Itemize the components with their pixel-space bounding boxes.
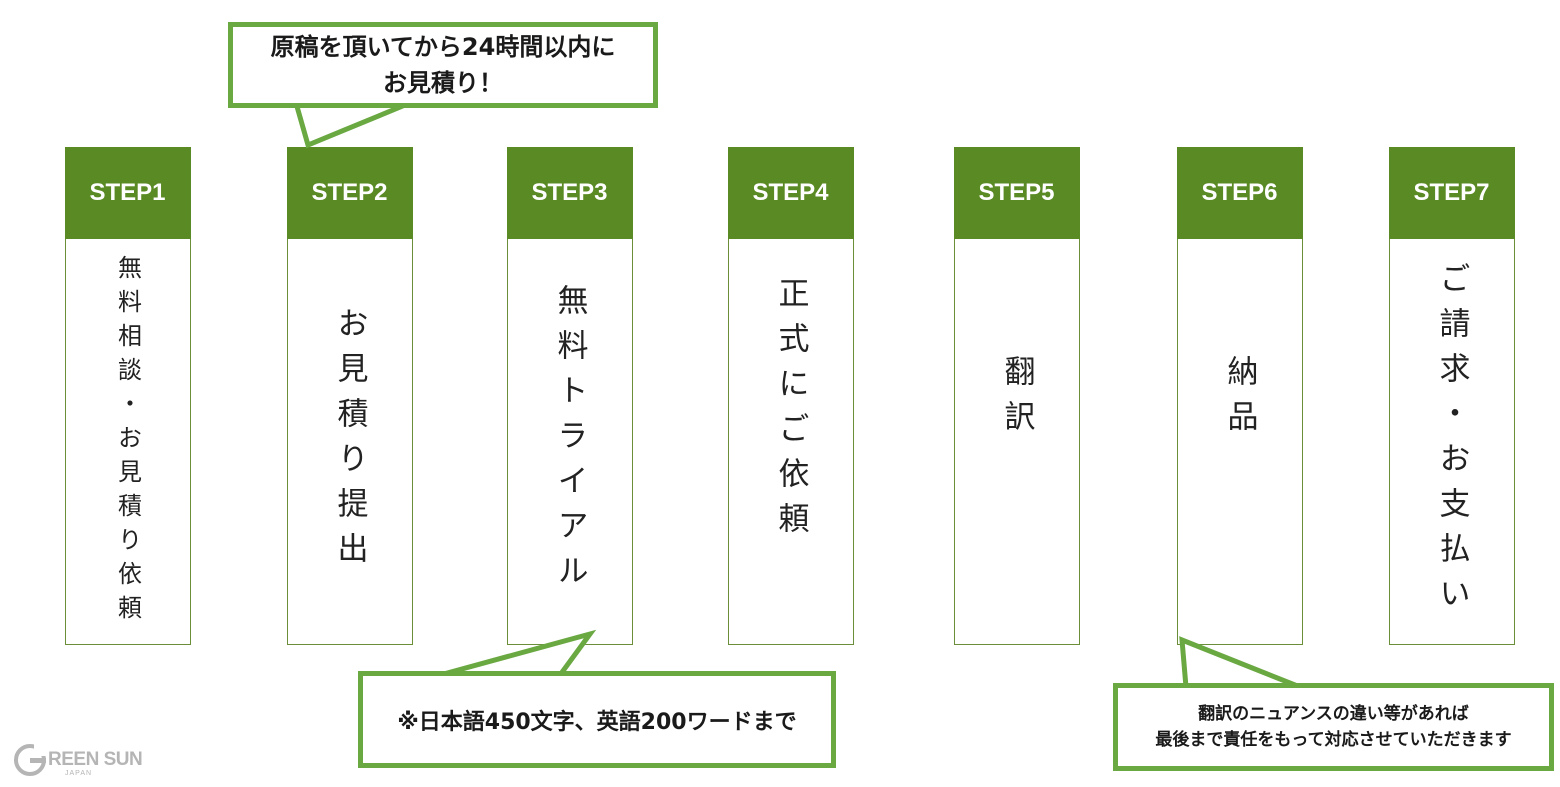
step-3-card: STEP3 無料トライアル	[506, 146, 633, 645]
step-6-header: STEP6	[1176, 146, 1303, 239]
step-2-text: お見積り提出	[331, 306, 368, 577]
trial-callout-text: ※日本語450文字、英語200ワードまで	[397, 709, 797, 735]
quote-callout-line2: お見積り！	[383, 69, 503, 97]
trial-callout: ※日本語450文字、英語200ワードまで	[358, 671, 836, 768]
step-6-text: 納品	[1221, 355, 1258, 445]
quote-callout-line1: 原稿を頂いてから24時間以内に	[270, 33, 616, 61]
green-sun-logo-sub: JAPAN	[65, 770, 93, 777]
step-4-text: 正式にご依頼	[772, 277, 809, 547]
delivery-callout-tail	[1179, 636, 1301, 690]
green-sun-logo: REEN SUN JAPAN	[12, 742, 143, 778]
step-5-card: STEP5 翻訳	[953, 146, 1080, 645]
delivery-callout: 翻訳のニュアンスの違い等があれば 最後まで責任をもって対応させていただきます	[1113, 683, 1554, 771]
step-7-header: STEP7	[1388, 146, 1515, 239]
quote-callout: 原稿を頂いてから24時間以内に お見積り！	[228, 22, 658, 108]
step-2-card: STEP2 お見積り提出	[286, 146, 413, 645]
step-5-header: STEP5	[953, 146, 1080, 239]
trial-callout-tail	[439, 629, 597, 678]
step-2-header: STEP2	[286, 146, 413, 239]
step-7-card: STEP7 ご請求・お支払い	[1388, 146, 1515, 645]
delivery-callout-line2: 最後まで責任をもって対応させていただきます	[1155, 730, 1512, 750]
step-7-text: ご請求・お支払い	[1433, 261, 1470, 622]
green-sun-logo-text: REEN SUN	[48, 749, 143, 770]
green-sun-logo-icon	[14, 744, 48, 776]
step-6-card: STEP6 納品	[1176, 146, 1303, 645]
quote-callout-tail	[292, 100, 411, 149]
step-1-header: STEP1	[64, 146, 191, 239]
step-4-card: STEP4 正式にご依頼	[727, 146, 854, 645]
step-1-text: 無料相談・お見積り依頼	[113, 254, 142, 629]
step-4-header: STEP4	[727, 146, 854, 239]
step-5-text: 翻訳	[998, 355, 1035, 445]
step-3-text: 無料トライアル	[551, 284, 588, 599]
step-1-card: STEP1 無料相談・お見積り依頼	[64, 146, 191, 645]
step-3-header: STEP3	[506, 146, 633, 239]
delivery-callout-line1: 翻訳のニュアンスの違い等があれば	[1198, 704, 1469, 724]
